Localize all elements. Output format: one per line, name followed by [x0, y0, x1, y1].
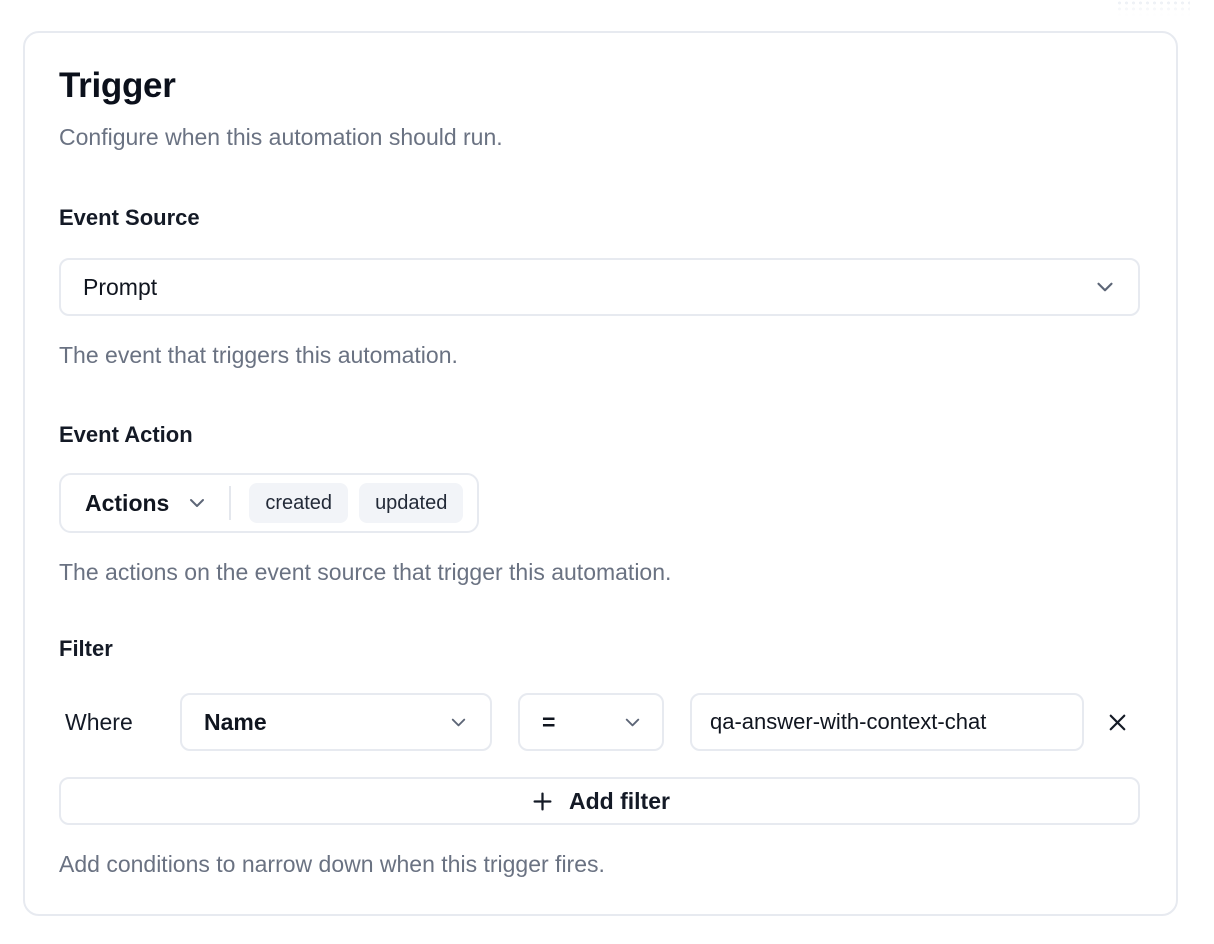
chevron-down-icon [1092, 274, 1118, 300]
action-tag-created[interactable]: created [249, 483, 349, 523]
filter-operator-value: = [542, 708, 556, 735]
add-filter-label: Add filter [569, 787, 670, 814]
filter-field-select[interactable]: Name [180, 693, 492, 751]
vertical-divider [229, 486, 232, 520]
plus-icon [529, 788, 556, 815]
filter-helper: Add conditions to narrow down when this … [59, 851, 605, 877]
add-filter-button[interactable]: Add filter [59, 777, 1140, 825]
page-subtitle: Configure when this automation should ru… [59, 124, 503, 150]
action-tag-updated[interactable]: updated [359, 483, 464, 523]
event-action-helper: The actions on the event source that tri… [59, 559, 672, 585]
filter-label: Filter [59, 636, 113, 661]
filter-field-value: Name [204, 708, 267, 735]
filter-row: Where Name = [59, 693, 1140, 751]
filter-where-label: Where [65, 708, 133, 735]
x-close-icon [1104, 709, 1131, 736]
actions-dropdown-label: Actions [85, 489, 170, 516]
chevron-down-icon [621, 711, 644, 734]
remove-filter-button[interactable] [1094, 699, 1140, 745]
page-title: Trigger [59, 66, 176, 105]
chevron-down-icon [185, 491, 209, 515]
event-source-value: Prompt [83, 273, 158, 300]
actions-dropdown[interactable]: Actions [85, 490, 209, 517]
filter-value-input[interactable] [690, 693, 1084, 751]
top-edge-artifact [1116, 0, 1190, 16]
event-source-label: Event Source [59, 205, 200, 230]
event-source-select[interactable]: Prompt [59, 258, 1140, 316]
event-action-label: Event Action [59, 422, 193, 447]
event-action-control: Actions created updated [59, 473, 480, 533]
event-source-helper: The event that triggers this automation. [59, 342, 458, 368]
chevron-down-icon [447, 711, 470, 734]
trigger-card: Trigger Configure when this automation s… [23, 31, 1178, 916]
filter-operator-select[interactable]: = [518, 693, 664, 751]
